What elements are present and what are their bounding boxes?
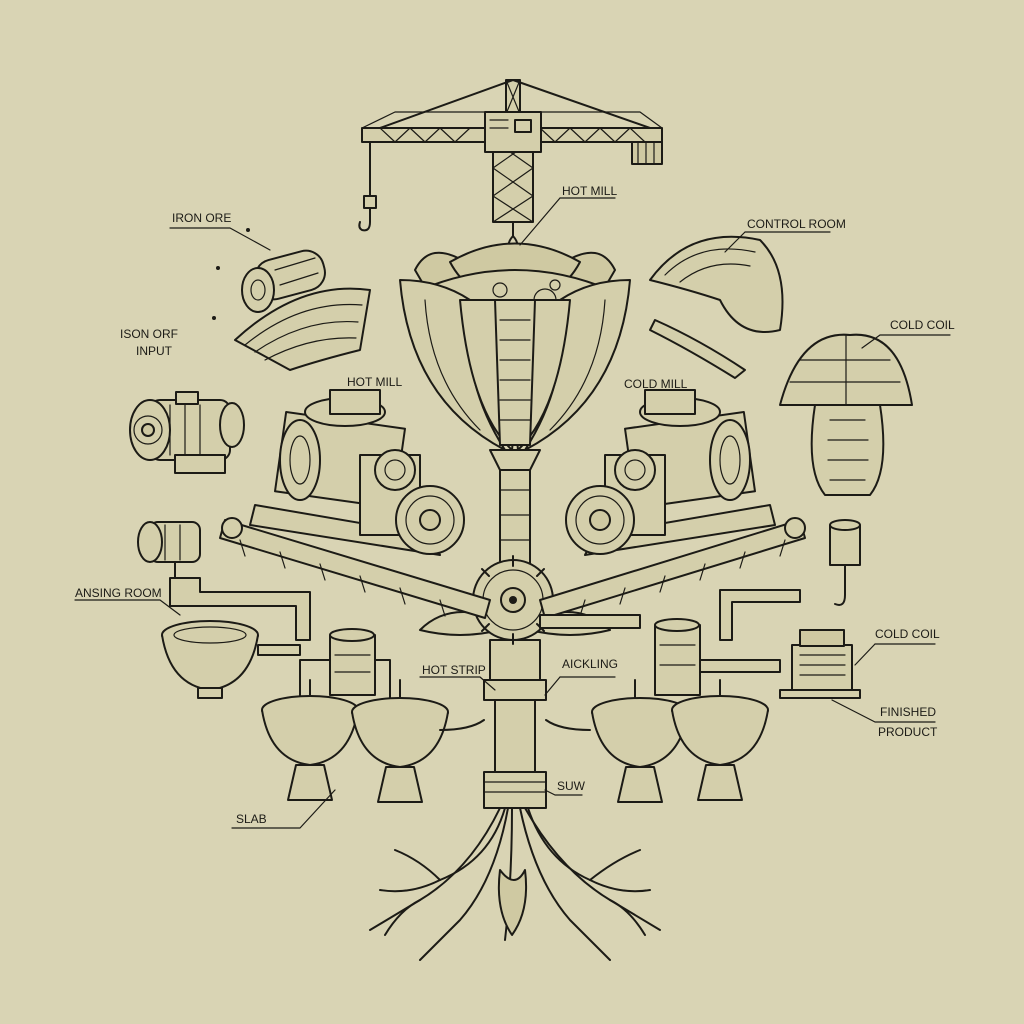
coil-halves-icon-left [234,287,371,371]
label-cold-mill-right: COLD MILL [624,377,688,391]
electric-motor-icon-small [137,521,311,641]
mushroom-coil-icon [779,333,913,496]
iron-ore-roller-icon [212,228,326,320]
hook-icon-right [719,519,861,641]
label-ison-orf-input-line1: ISON ORF [120,327,178,341]
label-ansing-room: ANSING ROOM [75,586,162,600]
cauldron-icon-ansing-room [161,620,301,699]
rolling-mill-icon-right [539,389,806,619]
label-hot-mill-left: HOT MILL [347,375,402,389]
root-system-icon [369,807,661,961]
label-finished-product-line1: FINISHED [880,705,936,719]
tank-icon-right [539,614,781,713]
leader-lines [74,197,951,829]
label-ison-orf-input-line2: INPUT [136,344,173,358]
electric-motor-icon [129,391,245,474]
diagram-labels: HOT MILL IRON ORE CONTROL ROOM ISON ORF … [75,184,955,826]
label-cold-coil-lower: COLD COIL [875,627,940,641]
label-suw: SUW [557,779,586,793]
coil-halves-icon-control-room [649,235,784,379]
cauldron-icon-right [591,695,769,803]
flower-vessel-icon [399,242,631,809]
pipe-connector [439,719,591,731]
label-iron-ore: IRON ORE [172,211,231,225]
label-finished-product-line2: PRODUCT [878,725,938,739]
label-hot-mill-top: HOT MILL [562,184,617,198]
transformer-icon [779,629,861,699]
cauldron-icon-left [261,695,449,803]
label-slab: SLAB [236,812,267,826]
label-control-room: CONTROL ROOM [747,217,846,231]
tower-crane-icon [358,79,663,255]
gear-icon [468,555,558,645]
label-cold-coil-right: COLD COIL [890,318,955,332]
label-hot-strip: HOT STRIP [422,663,486,677]
label-aickling: AICKLING [562,657,618,671]
rolling-mill-icon-left [219,389,491,619]
